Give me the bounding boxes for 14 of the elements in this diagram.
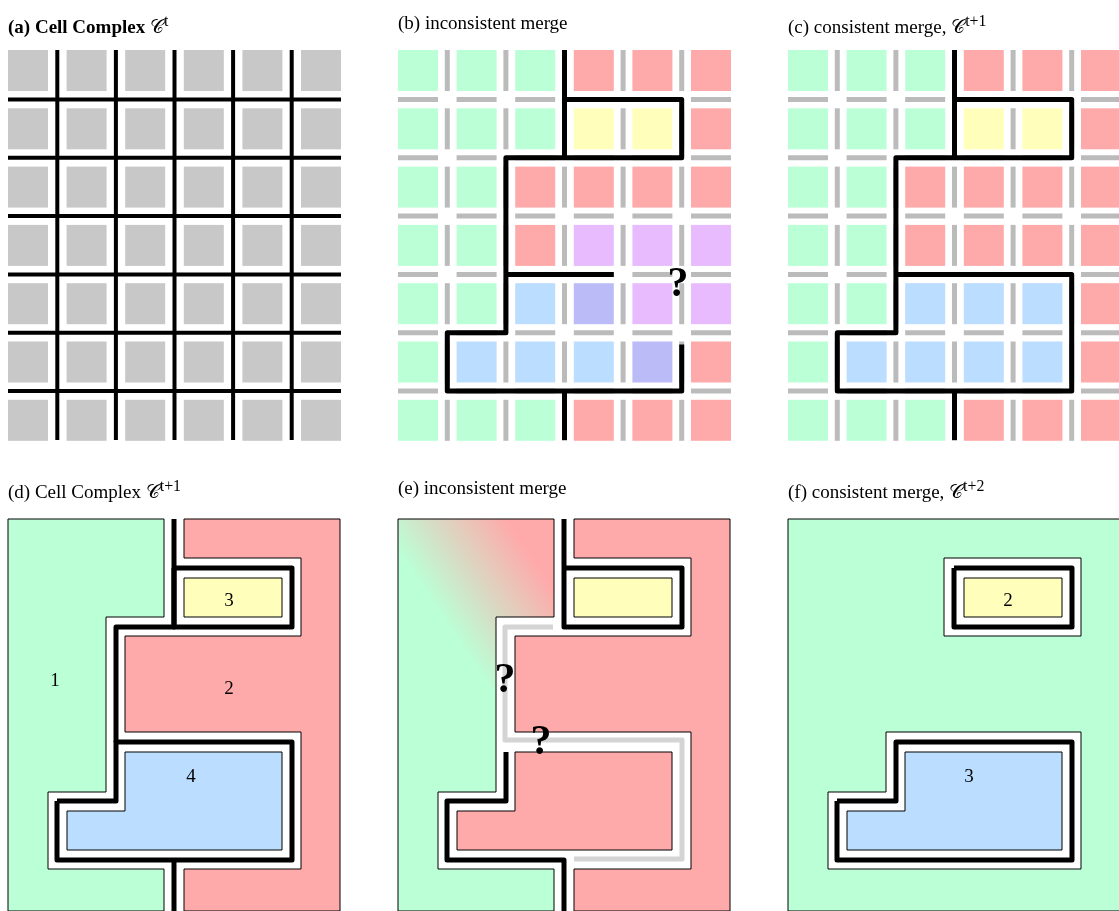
region-number: 1 — [50, 669, 60, 691]
question-mark: ? — [494, 653, 516, 703]
region-number: 2 — [1003, 589, 1013, 611]
region-number: 3 — [964, 765, 974, 787]
region-number: 4 — [186, 765, 196, 787]
panel-title: (d) Cell Complex 𝒞$^{t+1}$ — [8, 477, 181, 504]
question-mark: ? — [667, 257, 689, 307]
panel-title: (e) inconsistent merge — [398, 477, 567, 499]
panel-title: (c) consistent merge, 𝒞$^{t+1}$ — [788, 12, 987, 39]
panel-title: (f) consistent merge, 𝒞$^{t+2}$ — [788, 477, 985, 504]
region-number: 2 — [224, 677, 234, 699]
panel-title: (a) Cell Complex 𝒞$^{t}$ — [8, 12, 169, 39]
panel-title: (b) inconsistent merge — [398, 12, 568, 34]
region-number: 3 — [224, 589, 234, 611]
